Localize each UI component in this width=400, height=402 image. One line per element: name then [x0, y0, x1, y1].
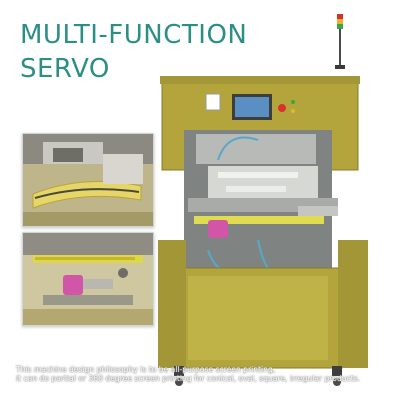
- fixture-illustration: [23, 233, 153, 325]
- headline-line-2: SERVO: [20, 54, 110, 84]
- signal-tower-icon: [335, 14, 345, 69]
- caption-line-2: it can do partial or 360 degree screen p…: [16, 374, 361, 383]
- screen-printing-machine: [158, 14, 368, 386]
- print-head-illustration: [23, 134, 153, 226]
- inset-photo-print-head: [22, 133, 154, 227]
- inset-photo-fixture: [22, 232, 154, 326]
- headline-line-1: MULTI-FUNCTION: [20, 20, 248, 50]
- emergency-stop-icon: [278, 104, 286, 112]
- caption-line-1: This machine design philosophy is to be …: [16, 365, 276, 374]
